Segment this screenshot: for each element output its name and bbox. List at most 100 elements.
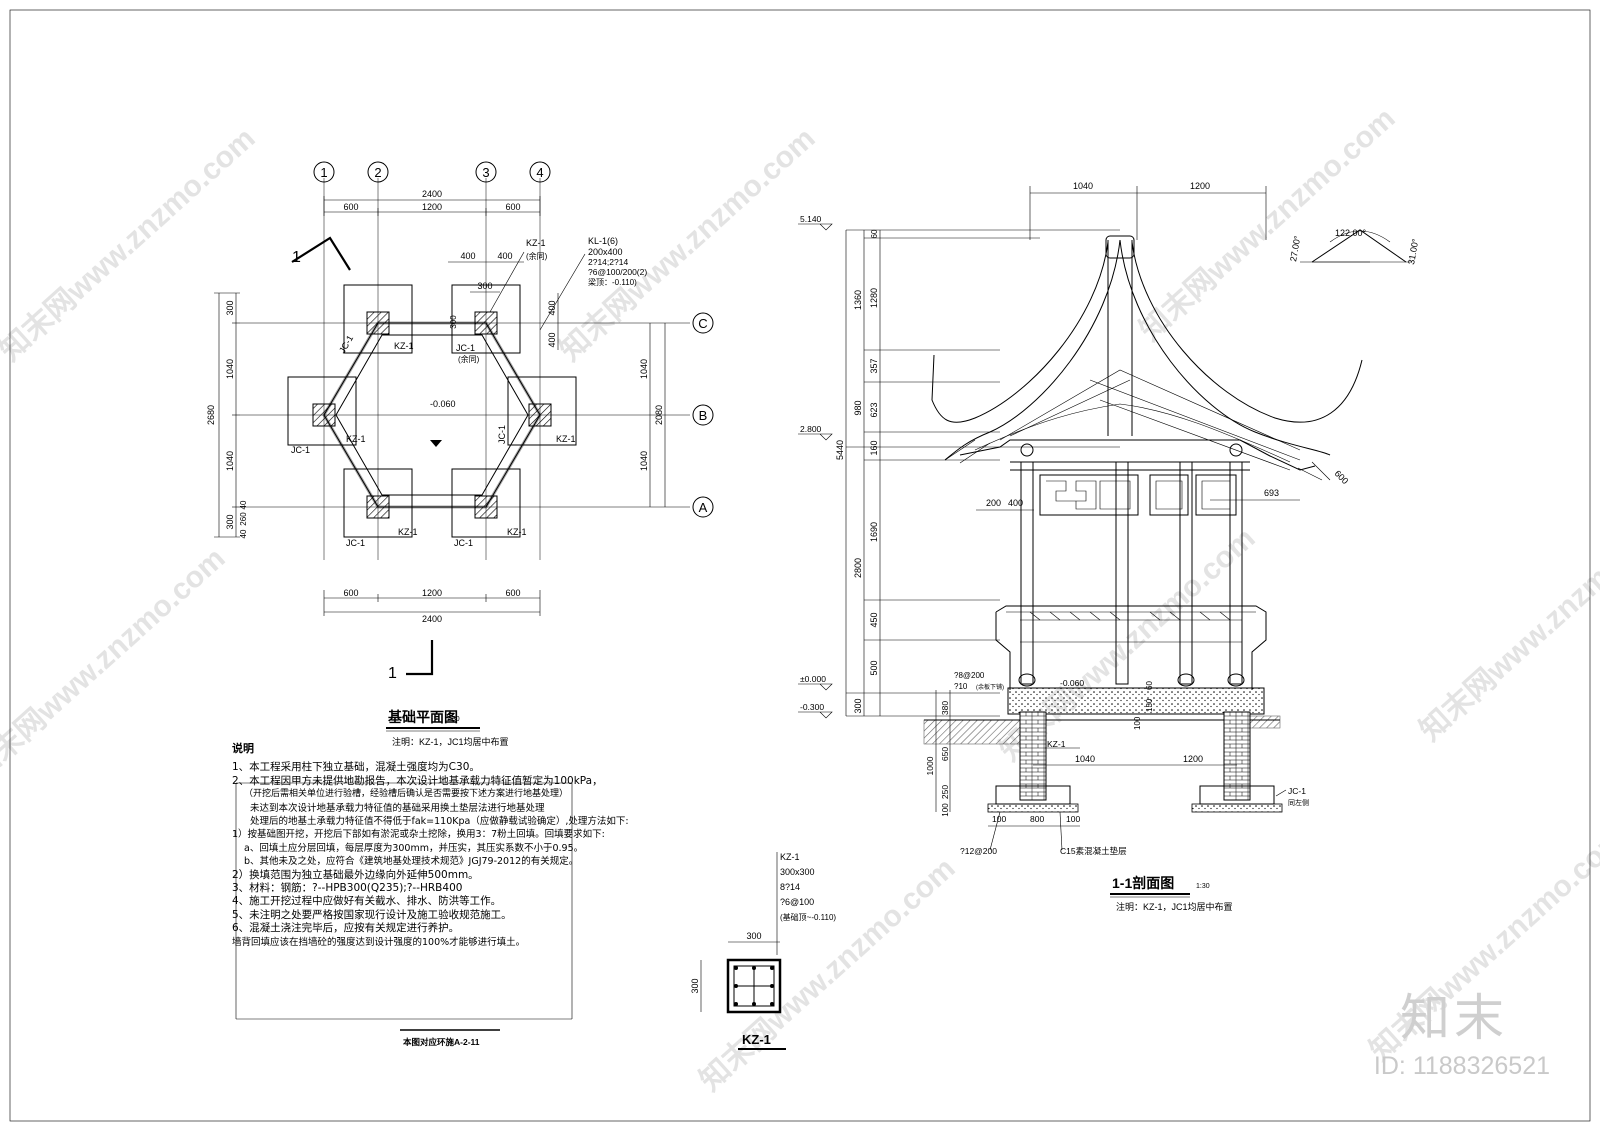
grid-bubble-2 — [367, 161, 389, 183]
grid-bubble-3 — [475, 161, 497, 183]
svg-text:40: 40 — [239, 529, 248, 538]
notes-table: 本图对应环施A-2-11 — [235, 782, 573, 1047]
svg-text:2680: 2680 — [206, 405, 216, 425]
svg-text:2800: 2800 — [853, 558, 863, 578]
svg-text:1200: 1200 — [1183, 754, 1203, 764]
svg-text:(余同): (余同) — [458, 354, 480, 364]
note-line: 墙背回填应该在挡墙砼的强度达到设计强度的100%才能够进行填土。 — [232, 936, 526, 948]
plan-note: 注明：KZ-1，JC1均居中布置 — [392, 736, 509, 747]
svg-text:JC-1: JC-1 — [291, 445, 310, 455]
svg-text:357: 357 — [869, 358, 879, 373]
section-note: 注明：KZ-1，JC1均居中布置 — [1116, 901, 1233, 912]
svg-text:600: 600 — [343, 202, 358, 212]
svg-text:B: B — [699, 408, 708, 423]
note-line: 1）按基础图开挖，开挖后下部如有淤泥或杂土挖除，换用3：7粉土回填。回填要求如下… — [232, 829, 605, 841]
svg-text:1: 1 — [320, 165, 327, 180]
svg-text:122.00°: 122.00° — [1335, 228, 1367, 238]
grid-bubble-1 — [313, 161, 335, 183]
notes-heading: 说明 — [232, 742, 254, 755]
svg-text:400: 400 — [497, 251, 512, 261]
note-line: b、其他未及之处，应符合《建筑地基处理技术规范》JGJ79-2012的有关规定。 — [244, 856, 579, 868]
svg-text:KZ-1: KZ-1 — [394, 341, 414, 351]
svg-text:-0.060: -0.060 — [430, 399, 456, 409]
svg-text:(余板下铺): (余板下铺) — [976, 683, 1004, 691]
column-kz1 — [366, 311, 390, 335]
svg-text:400: 400 — [1008, 498, 1023, 508]
svg-text:300: 300 — [477, 281, 492, 291]
svg-text:?12@200: ?12@200 — [960, 846, 997, 856]
roof-left-eave — [944, 239, 1121, 461]
foundation-pier — [1223, 711, 1251, 801]
svg-text:?10: ?10 — [954, 682, 968, 691]
svg-text:KZ-1: KZ-1 — [398, 527, 418, 537]
svg-text:200: 200 — [986, 498, 1001, 508]
svg-text:2080: 2080 — [654, 405, 664, 425]
svg-text:1040: 1040 — [1075, 754, 1095, 764]
svg-text:100: 100 — [1133, 716, 1142, 730]
section-cut-mark — [291, 236, 351, 271]
svg-text:1040: 1040 — [225, 451, 235, 471]
svg-text:KZ-1: KZ-1 — [780, 852, 800, 862]
svg-text:同左侧: 同左侧 — [1288, 798, 1309, 807]
svg-text:100: 100 — [941, 803, 950, 817]
svg-text:300: 300 — [746, 931, 761, 941]
note-line: 未达到本次设计地基承载力特征值的基础采用换土垫层法进行地基处理 — [250, 802, 545, 814]
drawing-reference: 本图对应环施A-2-11 — [403, 1037, 480, 1047]
svg-text:8?14: 8?14 — [780, 882, 800, 892]
pavilion-column — [1020, 461, 1034, 685]
column-kz1 — [474, 311, 498, 335]
lattice-panel — [1195, 474, 1237, 516]
section-title: 1-1剖面图 — [1112, 875, 1174, 891]
svg-text:-0.060: -0.060 — [1060, 678, 1084, 688]
svg-text:KZ-1: KZ-1 — [556, 434, 576, 444]
svg-text:600: 600 — [505, 202, 520, 212]
svg-text:300: 300 — [225, 300, 235, 315]
note-line: 2）换填范围为独立基础最外边缘向外延伸500mm。 — [232, 868, 479, 881]
svg-text:5440: 5440 — [835, 440, 845, 460]
svg-text:300: 300 — [853, 698, 863, 713]
svg-text:400: 400 — [547, 332, 557, 347]
svg-text:A: A — [699, 500, 708, 515]
svg-text:250: 250 — [940, 785, 950, 799]
svg-text:1360: 1360 — [853, 290, 863, 310]
svg-text:5.140: 5.140 — [800, 214, 822, 224]
footing-jc1 — [287, 376, 357, 446]
svg-text:KZ-1: KZ-1 — [1047, 739, 1066, 749]
svg-text:400: 400 — [460, 251, 475, 261]
svg-text:1200: 1200 — [422, 202, 442, 212]
svg-text:500: 500 — [869, 660, 879, 675]
svg-text:60: 60 — [1145, 681, 1154, 690]
hex-beam-inner — [335, 334, 529, 496]
grid-bubble-b — [692, 404, 714, 426]
footing-jc1 — [507, 376, 577, 446]
plan-title: 基础平面图 — [388, 709, 458, 725]
svg-text:1040: 1040 — [639, 451, 649, 471]
kz1-column-detail: KZ-1 300x300 8?14 ?6@100 (基础顶~-0.110) 30… — [690, 852, 836, 1050]
note-line: （开挖后需相关单位进行验槽，经验槽后确认是否需要按下述方案进行地基处理） — [244, 789, 569, 800]
svg-text:2?14;2?14: 2?14;2?14 — [588, 257, 628, 267]
design-notes: 说明 1、本工程采用柱下独立基础，混凝土强度均为C30。 2、本工程因甲方未提供… — [232, 742, 629, 949]
note-line: 2、本工程因甲方未提供地勘报告，本次设计地基承载力特征值暂定为100kPa， — [232, 774, 603, 787]
column-kz1 — [312, 403, 336, 427]
roof-right-eave — [1119, 239, 1331, 456]
svg-text:693: 693 — [1264, 488, 1279, 498]
footing-jc1 — [343, 284, 413, 354]
svg-text:1200: 1200 — [1190, 181, 1210, 191]
grid-bubble-a — [692, 496, 714, 518]
svg-text:KZ-1: KZ-1 — [507, 527, 527, 537]
svg-text:?6@100: ?6@100 — [780, 897, 814, 907]
svg-text:600: 600 — [505, 588, 520, 598]
section-cut-mark — [406, 640, 434, 676]
note-line: 6、混凝土浇注完毕后，应按有关规定进行养护。 — [232, 922, 460, 935]
svg-text:(基础顶~-0.110): (基础顶~-0.110) — [780, 912, 836, 922]
svg-text:160: 160 — [869, 440, 879, 455]
floor-slab — [1007, 687, 1265, 715]
svg-text:31.00°: 31.00° — [1406, 237, 1420, 265]
brand-watermark: 知末 — [1400, 989, 1508, 1047]
image-id-watermark: ID: 1188326521 — [1373, 1052, 1550, 1080]
sheet-border — [9, 9, 1591, 1122]
note-line: 3、材料：钢筋：?--HPB300(Q235);?--HRB400 — [232, 882, 463, 895]
svg-text:1040: 1040 — [1073, 181, 1093, 191]
